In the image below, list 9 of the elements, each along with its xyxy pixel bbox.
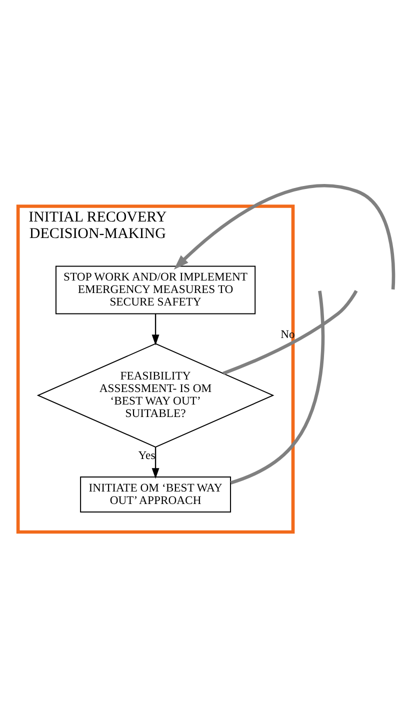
- edge-label: Yes: [138, 448, 156, 462]
- node-box: STOP WORK AND/OR IMPLEMENT EMERGENCY MEASURES TO SECURE SAFETY: [55, 265, 256, 314]
- node-diamond: FEASIBILITY ASSESSMENT- IS OM ‘BEST WAY OUT’ SUITABLE?: [36, 342, 274, 448]
- arrow: [152, 446, 160, 478]
- connector: [230, 290, 325, 484]
- arrow: [152, 313, 160, 345]
- node-box: INITIATE OM ‘BEST WAY OUT’ APPROACH: [80, 476, 232, 512]
- arrow: [174, 184, 396, 290]
- connector: [222, 290, 358, 374]
